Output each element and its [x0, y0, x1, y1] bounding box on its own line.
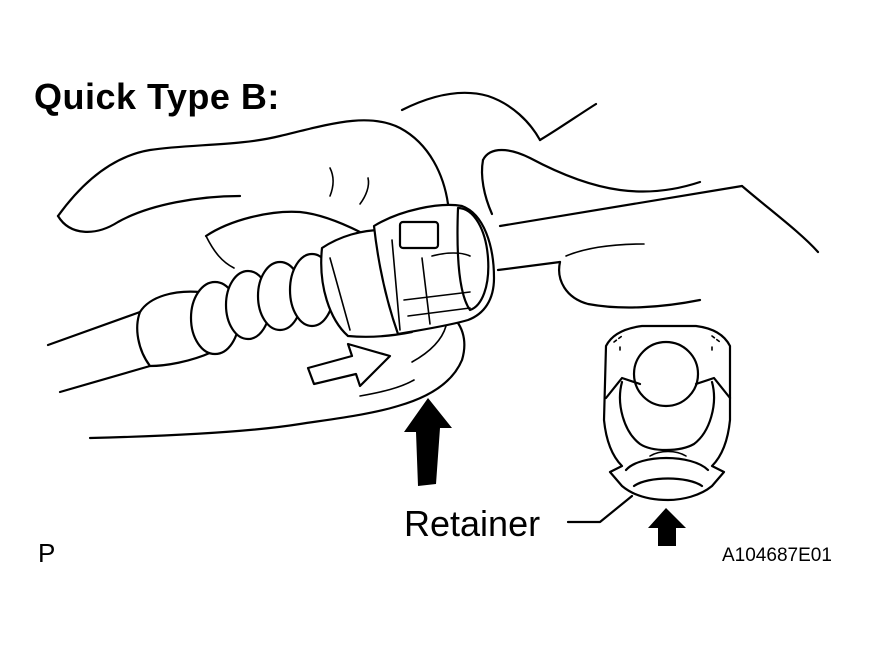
figure-code: A104687E01 — [722, 545, 832, 566]
upper-hand — [56, 91, 598, 269]
connector-end-view — [602, 324, 732, 502]
retainer-arrow-icon — [648, 508, 686, 546]
retainer-leader-line — [566, 494, 634, 524]
corner-mark: P — [38, 538, 56, 568]
up-arrow-icon — [404, 398, 452, 486]
quick-connector — [320, 203, 496, 338]
retainer-label: Retainer — [404, 503, 541, 544]
fuel-hose — [46, 252, 336, 394]
figure-title: Quick Type B: — [34, 76, 280, 117]
right-hand — [480, 148, 820, 309]
push-arrow-icon — [306, 342, 392, 388]
